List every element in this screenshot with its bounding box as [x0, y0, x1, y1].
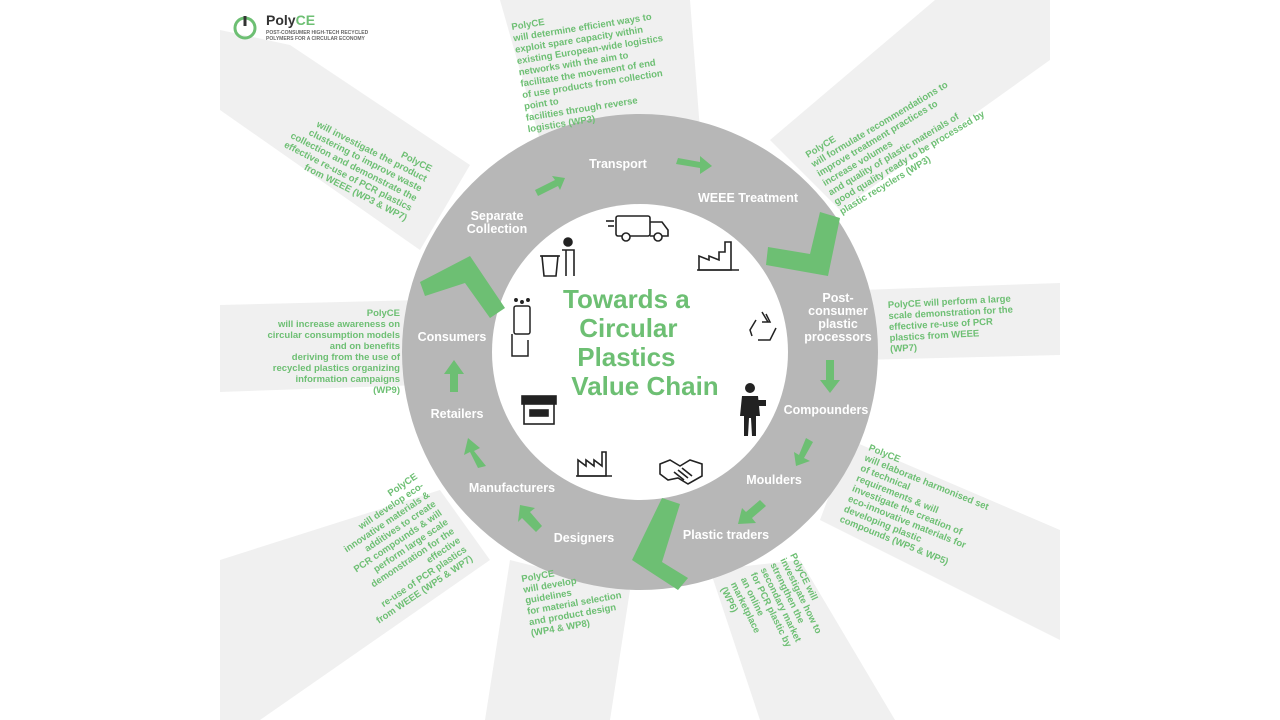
title-line-1: Towards a: [563, 284, 690, 314]
arrow-6: [518, 505, 542, 532]
stage-manufacturers: Manufacturers: [469, 481, 555, 495]
stage-post-consumer-line: Post-: [822, 291, 853, 305]
factory-icon: [576, 451, 612, 477]
stage-weee-treatment-line: WEEE Treatment: [698, 191, 799, 205]
chevron-weee: [766, 212, 840, 276]
stage-post-consumer-line: processors: [804, 330, 871, 344]
stage-transport: Transport: [589, 157, 647, 171]
arrow-2: [676, 156, 712, 174]
stage-post-consumer-line: plastic: [818, 317, 858, 331]
beam-processors: [860, 283, 1060, 360]
note-processors-line: effective re-use of PCR: [889, 317, 994, 333]
logo-tagline-line1: POST-CONSUMER HIGH-TECH RECYCLED: [266, 30, 369, 36]
note-transport-line: point to: [523, 96, 559, 112]
title-line-3: Plastics: [577, 342, 675, 372]
beam-traders: [710, 560, 895, 720]
note-transport-line: PolyCE: [511, 17, 546, 33]
note-consumers-line: circular consumption models: [268, 330, 401, 341]
note-consumers-line: (WP9): [373, 385, 400, 396]
beam-transport: [500, 0, 700, 140]
arrow-3: [820, 360, 840, 393]
arrow-1: [535, 176, 565, 196]
arrow-7: [464, 438, 486, 468]
stage-compounders-line: Compounders: [784, 403, 869, 417]
stage-designers-line: Designers: [554, 531, 614, 545]
stage-manufacturers-line: Manufacturers: [469, 481, 555, 495]
logo-tagline: POST-CONSUMER HIGH-TECH RECYCLED POLYMER…: [266, 30, 386, 42]
stage-separate-collection-line: Separate: [471, 209, 524, 223]
stage-separate-collection-line: Collection: [467, 222, 527, 236]
chevron-consumers: [420, 256, 505, 318]
note-processors: PolyCE will perform a largescale demonst…: [888, 293, 1015, 354]
trash-person-icon: [540, 237, 575, 277]
power-logo-icon: [233, 16, 257, 40]
note-processors-line: (WP7): [890, 343, 917, 355]
stage-moulders-line: Moulders: [746, 473, 802, 487]
note-consumers-line: deriving from the use of: [292, 352, 401, 363]
recycle-icon: [749, 311, 777, 341]
inner-circle: [492, 204, 788, 500]
note-processors-line: plastics from WEEE: [889, 328, 979, 344]
background-beams: [220, 0, 1060, 720]
worker-icon: [740, 383, 766, 436]
van-icon: [606, 215, 669, 242]
beam-consumers: [220, 300, 420, 392]
stage-weee-treatment: WEEE Treatment: [698, 191, 799, 205]
logo-name-part2: CE: [295, 12, 316, 28]
arrow-5: [738, 500, 766, 524]
logo-tagline-line2: POLYMERS FOR A CIRCULAR ECONOMY: [266, 36, 365, 42]
stage-consumers: Consumers: [418, 330, 487, 344]
arrow-4: [794, 438, 813, 466]
note-consumers-line: PolyCE: [367, 308, 400, 319]
arrow-8: [444, 360, 464, 392]
shop-icon: [521, 395, 557, 425]
stage-plastic-traders-line: Plastic traders: [683, 528, 769, 542]
stage-transport-line: Transport: [589, 157, 647, 171]
logo-name-part1: Poly: [266, 12, 296, 28]
title-line-2: Circular: [579, 313, 677, 343]
flow-arrows: [444, 156, 840, 532]
stage-consumers-line: Consumers: [418, 330, 487, 344]
note-consumers-line: and on benefits: [330, 341, 400, 352]
stage-compounders: Compounders: [784, 403, 869, 417]
note-consumers-line: information campaigns: [295, 374, 400, 385]
stage-post-consumer-line: consumer: [808, 304, 868, 318]
title-line-4: Value Chain: [571, 371, 718, 401]
note-consumers-line: recycled plastics organizing: [273, 363, 400, 374]
factory-chimney-icon: [697, 241, 739, 271]
stage-moulders: Moulders: [746, 473, 802, 487]
stage-plastic-traders: Plastic traders: [683, 528, 769, 542]
stage-retailers: Retailers: [431, 407, 484, 421]
beam-designers: [485, 560, 630, 720]
chevron-traders: [632, 498, 688, 590]
beam-collection: [220, 30, 470, 250]
note-transport: PolyCEwill determine efficient ways toex…: [510, 0, 675, 135]
phone-hand-icon: [511, 298, 531, 357]
beam-compounders: [820, 440, 1060, 640]
note-consumers-line: will increase awareness on: [277, 319, 400, 330]
beam-weee: [770, 0, 1050, 210]
ring-chevrons: [420, 212, 840, 590]
stage-retailers-line: Retailers: [431, 407, 484, 421]
polyce-logo: PolyCE POST-CONSUMER HIGH-TECH RECYCLED …: [230, 12, 430, 48]
beam-manufacturers: [220, 490, 490, 720]
logo-name: PolyCE: [266, 12, 315, 28]
handshake-icon: [659, 459, 703, 485]
stage-designers: Designers: [554, 531, 614, 545]
center-title: Towards a Circular Plastics Value Chain: [563, 284, 719, 401]
